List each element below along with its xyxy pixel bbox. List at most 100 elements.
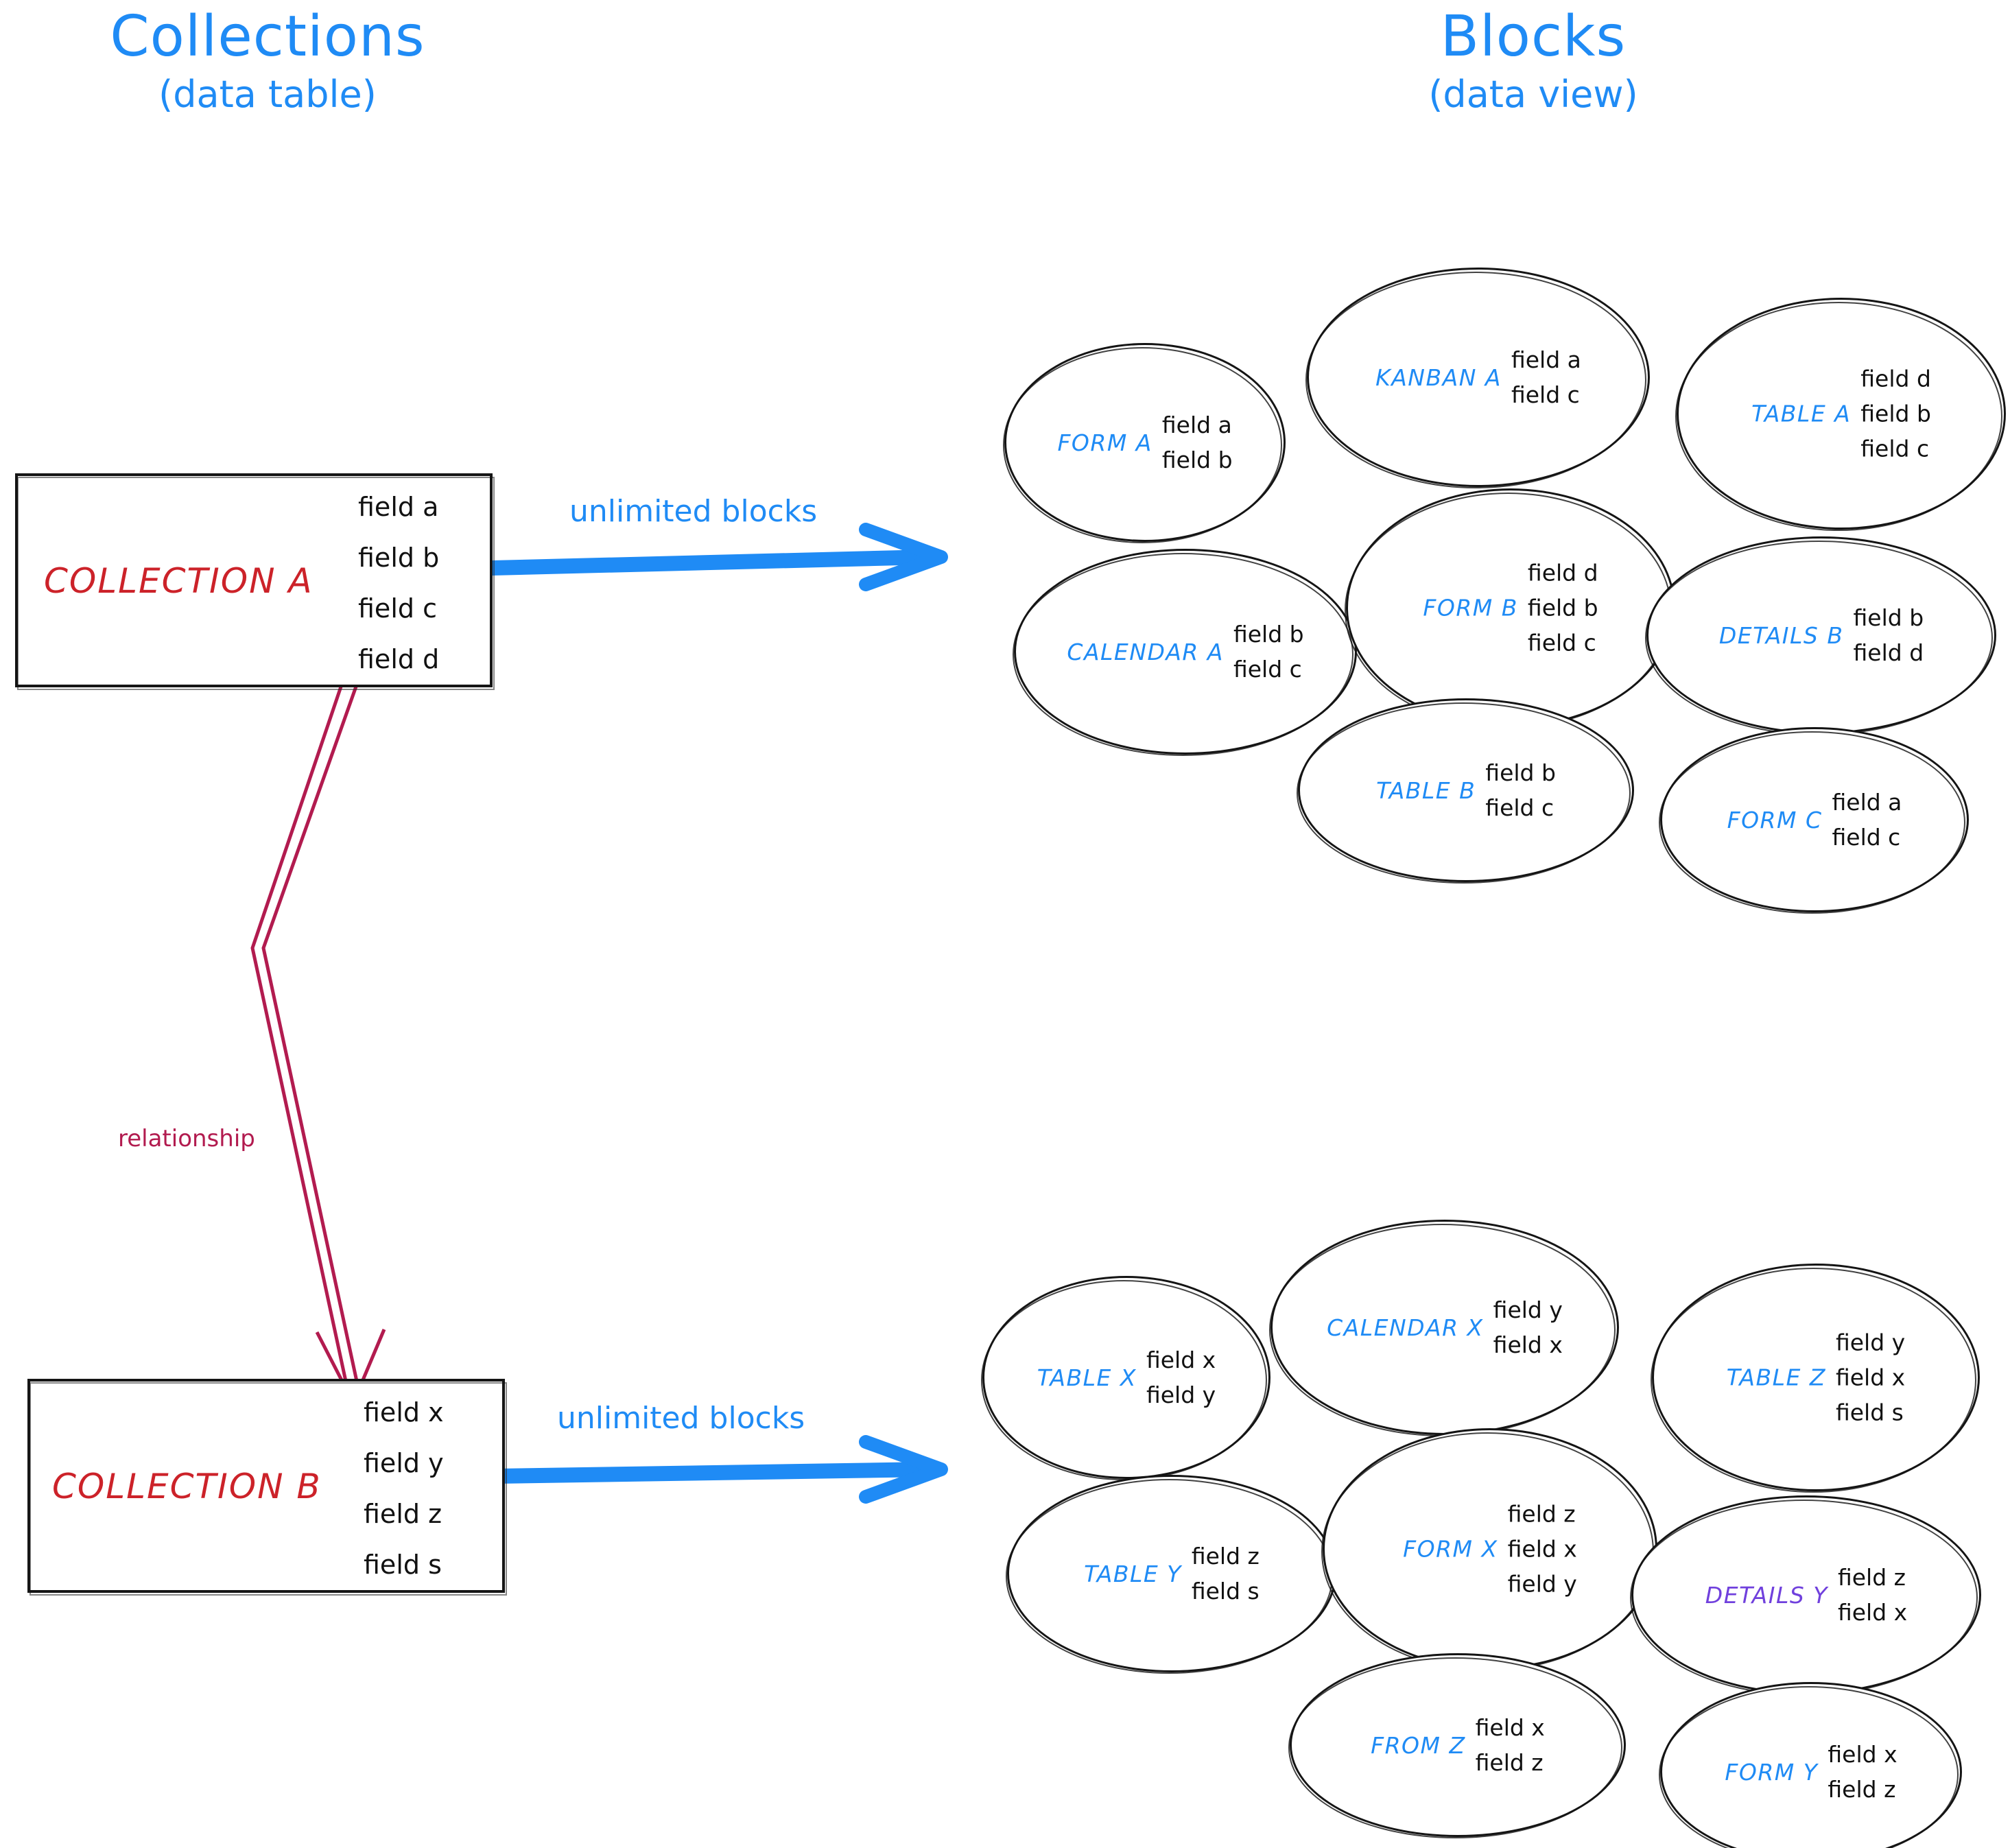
collection-b-name: COLLECTION B: [52, 1467, 322, 1506]
heading-collections-title: Collections: [110, 4, 425, 69]
block-form-y-label: FORM Y: [1725, 1758, 1819, 1786]
block-field: field y: [1146, 1382, 1216, 1408]
block-table-a-label: TABLE A: [1751, 400, 1852, 427]
block-calendar-a-label: CALENDAR A: [1067, 638, 1224, 665]
block-kanban-a-content: KANBAN A field a field c: [1309, 342, 1648, 412]
collection-box-a-border: [15, 473, 493, 687]
block-details-b-label: DETAILS B: [1718, 621, 1844, 649]
block-field: field x: [1828, 1740, 1897, 1768]
collection-a-field: field a: [358, 492, 439, 522]
arrow-collection-a-to-blocks: [485, 523, 948, 591]
block-table-x[interactable]: TABLE X field x field y: [981, 1276, 1270, 1480]
block-calendar-x-label: CALENDAR X: [1327, 1314, 1484, 1341]
block-table-y-label: TABLE Y: [1084, 1560, 1182, 1587]
block-field: field b: [1853, 604, 1924, 631]
block-from-z-content: FROM Z field x field z: [1292, 1710, 1624, 1780]
block-field: field x: [1146, 1346, 1216, 1373]
block-form-y[interactable]: FORM Y field x field z: [1659, 1682, 1962, 1848]
block-field: field s: [1191, 1578, 1260, 1604]
block-field: field c: [1527, 629, 1596, 656]
block-kanban-a[interactable]: KANBAN A field a field c: [1305, 268, 1650, 488]
block-from-z[interactable]: FROM Z field x field z: [1288, 1653, 1626, 1838]
block-table-y[interactable]: TABLE Y field z field s: [1006, 1475, 1336, 1674]
block-table-z[interactable]: TABLE Z field y field x field s: [1651, 1264, 1980, 1493]
block-field: field z: [1475, 1749, 1544, 1776]
block-form-c[interactable]: FORM C field a field c: [1659, 727, 1969, 914]
collection-box-b-shadow: [29, 1382, 507, 1596]
block-field: field b: [1860, 400, 1931, 427]
block-field: field b: [1233, 620, 1304, 648]
block-field: field c: [1860, 435, 1930, 462]
heading-collections: Collections (data table): [41, 4, 494, 116]
collection-box-b-border: [27, 1379, 505, 1593]
block-calendar-x-content: CALENDAR X field y field x: [1273, 1292, 1617, 1362]
block-form-x[interactable]: FORM X field z field x field y: [1321, 1428, 1657, 1671]
block-table-y-fields: field z field s: [1192, 1539, 1260, 1609]
block-field: field c: [1511, 381, 1580, 408]
block-field: field x: [1493, 1331, 1563, 1358]
relationship-label: relationship: [118, 1125, 255, 1152]
block-form-c-fields: field a field c: [1832, 785, 1902, 855]
block-calendar-x[interactable]: CALENDAR X field y field x: [1269, 1220, 1619, 1436]
block-form-x-label: FORM X: [1403, 1535, 1498, 1563]
collection-b-field: field y: [364, 1448, 444, 1478]
block-details-b-fields: field b field d: [1854, 600, 1924, 670]
block-form-b-label: FORM B: [1423, 594, 1518, 621]
block-details-y-content: DETAILS Y field z field x: [1633, 1560, 1979, 1630]
block-table-a[interactable]: TABLE A field d field b field c: [1675, 298, 2006, 531]
collection-box-b: COLLECTION B field x field y field z fie…: [27, 1379, 507, 1596]
block-table-z-content: TABLE Z field y field x field s: [1654, 1325, 1978, 1430]
block-details-b-content: DETAILS B field b field d: [1648, 600, 1994, 670]
collection-box-a-shadow: [17, 477, 495, 690]
block-field: field x: [1835, 1364, 1906, 1391]
block-form-y-content: FORM Y field x field z: [1662, 1737, 1960, 1807]
block-field: field z: [1837, 1563, 1906, 1591]
block-form-b[interactable]: FORM B field d field b field c: [1345, 488, 1675, 728]
collection-a-name: COLLECTION A: [44, 561, 314, 601]
block-table-b[interactable]: TABLE B field b field c: [1297, 698, 1634, 884]
block-field: field s: [1835, 1399, 1904, 1426]
block-table-b-content: TABLE B field b field c: [1300, 755, 1632, 825]
block-field: field x: [1837, 1599, 1908, 1626]
block-form-y-fields: field x field z: [1828, 1737, 1897, 1807]
block-field: field x: [1475, 1714, 1545, 1741]
block-field: field y: [1835, 1329, 1906, 1356]
block-table-x-content: TABLE X field x field y: [984, 1342, 1268, 1412]
collection-a-field: field c: [358, 593, 437, 624]
block-details-y-label: DETAILS Y: [1705, 1581, 1828, 1609]
block-field: field a: [1511, 346, 1581, 373]
collection-box-a: COLLECTION A field a field b field c fie…: [15, 473, 495, 690]
block-table-y-content: TABLE Y field z field s: [1009, 1539, 1334, 1609]
block-calendar-a[interactable]: CALENDAR A field b field c: [1013, 549, 1357, 756]
collection-b-field: field s: [364, 1550, 442, 1580]
block-form-a-label: FORM A: [1057, 429, 1152, 456]
block-table-z-label: TABLE Z: [1726, 1364, 1826, 1391]
block-form-c-content: FORM C field a field c: [1662, 785, 1967, 855]
block-table-a-fields: field d field b field c: [1860, 361, 1931, 466]
block-table-x-label: TABLE X: [1037, 1364, 1137, 1391]
block-form-a[interactable]: FORM A field a field b: [1003, 343, 1286, 543]
block-field: field b: [1485, 759, 1556, 786]
heading-blocks-subtitle: (data view): [1428, 72, 1638, 116]
block-form-x-content: FORM X field z field x field y: [1325, 1496, 1655, 1601]
heading-collections-subtitle: (data table): [158, 72, 377, 116]
block-form-c-label: FORM C: [1727, 806, 1823, 833]
block-details-b[interactable]: DETAILS B field b field d: [1645, 536, 1996, 735]
arrow-collection-b-to-blocks: [488, 1435, 948, 1504]
block-form-x-fields: field z field x field y: [1508, 1496, 1577, 1601]
block-field: field b: [1161, 447, 1233, 473]
arrow-label-unlimited-blocks-b: unlimited blocks: [557, 1401, 805, 1436]
block-calendar-a-content: CALENDAR A field b field c: [1016, 617, 1355, 687]
block-from-z-label: FROM Z: [1371, 1731, 1466, 1759]
block-calendar-x-fields: field y field x: [1493, 1292, 1563, 1362]
block-kanban-a-fields: field a field c: [1511, 342, 1581, 412]
block-field: field z: [1507, 1500, 1576, 1528]
block-calendar-a-fields: field b field c: [1233, 617, 1304, 687]
block-kanban-a-label: KANBAN A: [1375, 364, 1502, 391]
block-field: field c: [1485, 794, 1554, 821]
block-from-z-fields: field x field z: [1476, 1710, 1545, 1780]
block-form-b-content: FORM B field d field b field c: [1348, 555, 1673, 660]
collection-a-fields: field a field b field c field d: [358, 494, 439, 672]
block-details-y[interactable]: DETAILS Y field z field x: [1630, 1495, 1981, 1696]
